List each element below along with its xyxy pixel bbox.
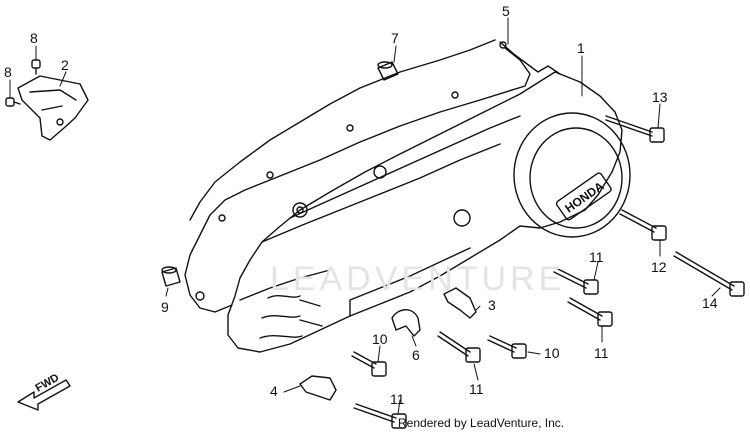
dowel-pin-7 (377, 61, 399, 81)
callout-14: 14 (702, 295, 718, 311)
clamp-6 (391, 309, 421, 337)
bolt-10-left (351, 351, 387, 377)
leader-lines (9, 17, 721, 415)
bracket (17, 75, 89, 141)
bolt-13 (605, 115, 665, 143)
callout-1: 1 (577, 40, 585, 56)
fwd-arrow-icon (17, 379, 71, 411)
callout-11b: 11 (594, 345, 609, 361)
callout-4: 4 (270, 383, 278, 399)
callout-9: 9 (161, 299, 169, 315)
callout-12: 12 (651, 259, 667, 275)
callout-2: 2 (61, 57, 69, 73)
callout-5: 5 (502, 3, 510, 19)
callout-6: 6 (412, 347, 420, 363)
callout-8a: 8 (30, 30, 38, 46)
bolt-11-right-upper (553, 267, 599, 295)
bolt-14 (673, 251, 745, 297)
bolt-11-bottom (353, 403, 407, 429)
clip-4 (299, 375, 337, 401)
callout-11c: 11 (469, 381, 484, 397)
bolt-11-right-lower (567, 297, 613, 327)
bolt-8-lower (5, 97, 21, 107)
callout-7: 7 (391, 30, 399, 46)
bolt-11-center (437, 331, 481, 363)
callout-13: 13 (652, 89, 668, 105)
callout-10a: 10 (372, 331, 388, 347)
watermark: LEADVENTURE (270, 260, 565, 298)
dowel-pin-9 (161, 266, 181, 287)
gasket (184, 39, 561, 313)
callout-3: 3 (488, 297, 496, 313)
callout-11d: 11 (390, 391, 405, 407)
callout-8b: 8 (4, 64, 12, 80)
clamp-3 (443, 287, 477, 319)
bolt-10-right (487, 335, 527, 359)
bolt-12 (619, 209, 667, 241)
footer-credit: Rendered by LeadVenture, Inc. (398, 416, 565, 430)
left-crankcase-cover: HONDA (227, 71, 631, 353)
callout-11a: 11 (589, 249, 604, 265)
bolt-8-upper (31, 59, 41, 75)
callout-10b: 10 (544, 345, 560, 361)
